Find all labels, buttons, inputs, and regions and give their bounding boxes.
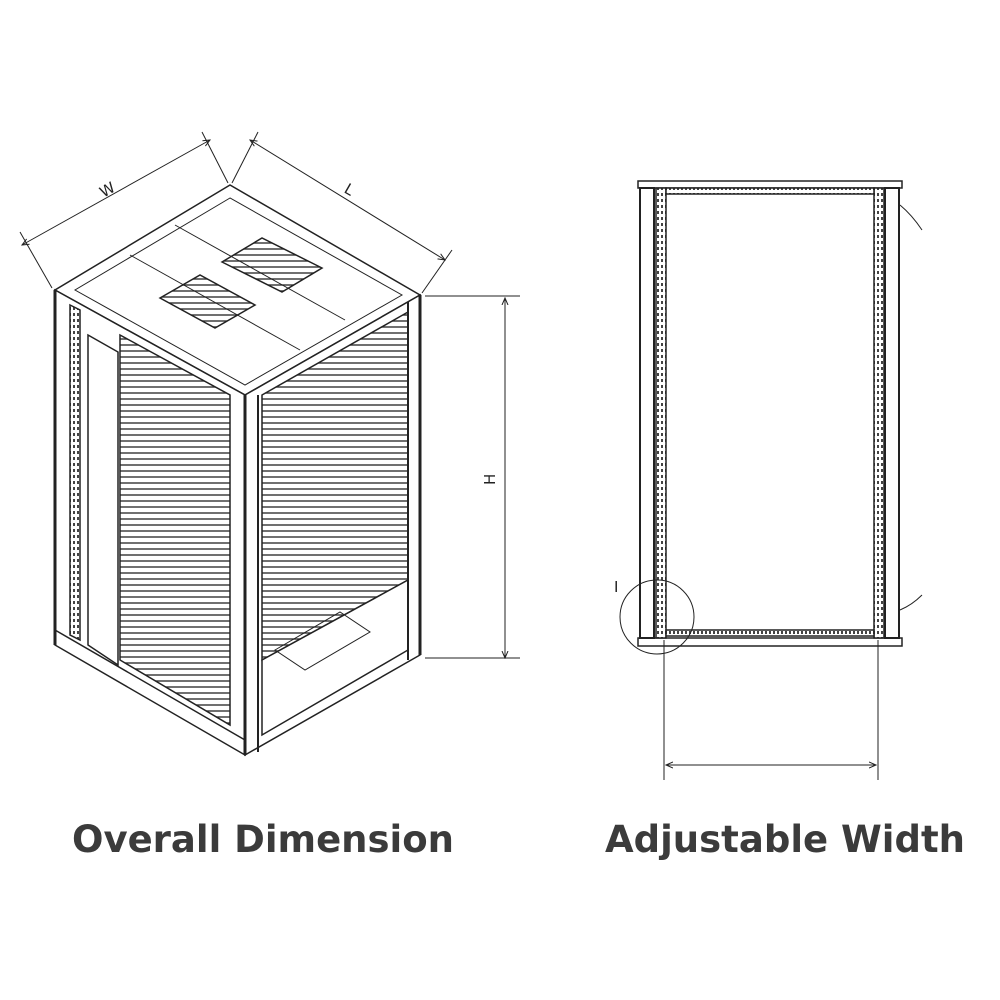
overall-dimension-caption: Overall Dimension — [72, 818, 454, 861]
rack-isometric-drawing — [19, 131, 520, 757]
detail-label: I — [614, 578, 618, 596]
width-dimension-label: W — [96, 178, 118, 201]
length-dimension-label: L — [341, 180, 358, 200]
height-dimension-label: H — [481, 474, 499, 485]
adjustable-width-caption: Adjustable Width — [605, 818, 965, 861]
rack-front-view-drawing — [619, 180, 923, 780]
